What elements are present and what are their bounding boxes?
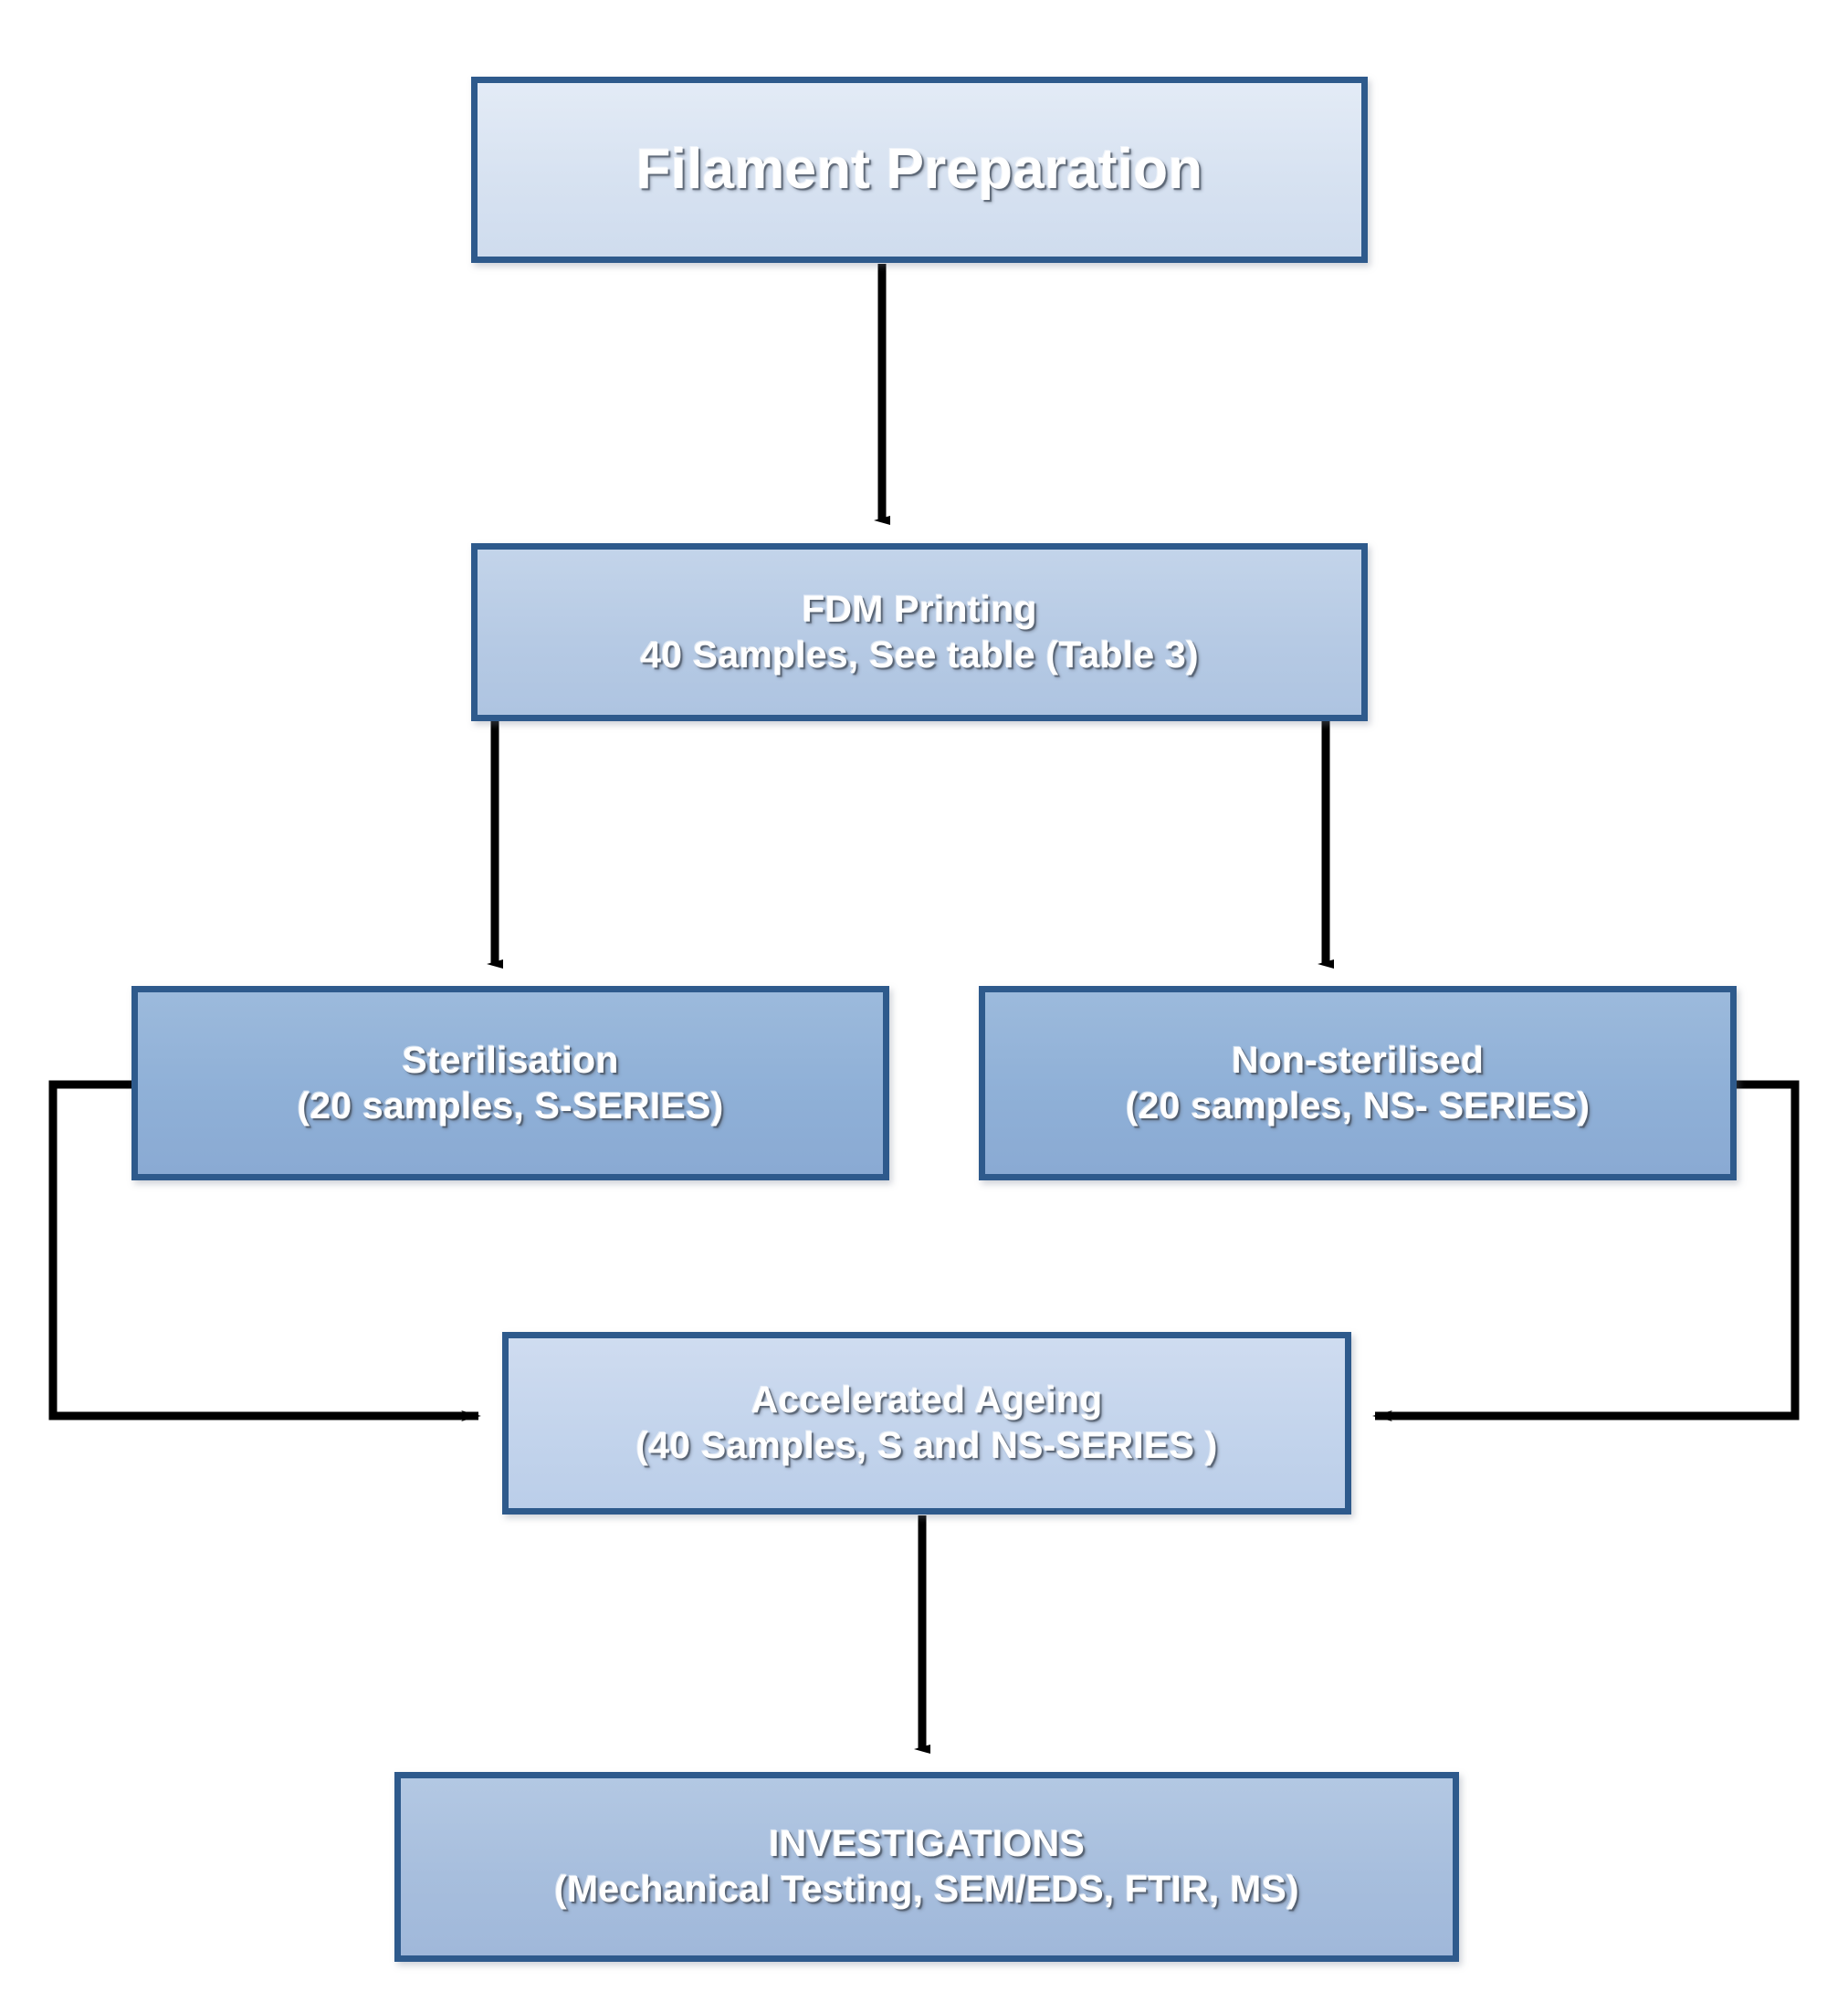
node-investigations-line1: INVESTIGATIONS [768,1822,1085,1865]
node-fdm-printing-line2: 40 Samples, See table (Table 3) [640,633,1199,676]
node-sterilisation[interactable]: Sterilisation (20 samples, S-SERIES) [131,986,889,1180]
node-sterilisation-line1: Sterilisation [402,1038,619,1081]
node-filament-preparation[interactable]: Filament Preparation [471,77,1368,263]
node-non-sterilised[interactable]: Non-sterilised (20 samples, NS- SERIES) [979,986,1737,1180]
node-non-sterilised-line2: (20 samples, NS- SERIES) [1125,1084,1591,1127]
node-fdm-printing[interactable]: FDM Printing 40 Samples, See table (Tabl… [471,543,1368,721]
node-accelerated-ageing-line2: (40 Samples, S and NS-SERIES ) [635,1424,1218,1466]
node-sterilisation-line2: (20 samples, S-SERIES) [297,1084,724,1127]
node-accelerated-ageing[interactable]: Accelerated Ageing (40 Samples, S and NS… [502,1332,1351,1515]
node-non-sterilised-content: Non-sterilised (20 samples, NS- SERIES) [985,1038,1730,1127]
node-fdm-printing-content: FDM Printing 40 Samples, See table (Tabl… [478,587,1361,676]
node-fdm-printing-line1: FDM Printing [802,587,1037,630]
node-filament-preparation-content: Filament Preparation [478,138,1361,201]
node-accelerated-ageing-content: Accelerated Ageing (40 Samples, S and NS… [509,1378,1345,1467]
node-non-sterilised-line1: Non-sterilised [1231,1038,1485,1081]
connector-sterilisation-to-ageing [48,1080,481,1421]
node-investigations-line2: (Mechanical Testing, SEM/EDS, FTIR, MS) [554,1868,1299,1910]
node-investigations[interactable]: INVESTIGATIONS (Mechanical Testing, SEM/… [394,1772,1459,1962]
node-filament-preparation-line1: Filament Preparation [635,138,1203,202]
node-accelerated-ageing-line1: Accelerated Ageing [751,1378,1103,1421]
node-sterilisation-content: Sterilisation (20 samples, S-SERIES) [138,1038,883,1127]
connector-non-sterilised-to-ageing [1372,1080,1800,1421]
node-investigations-content: INVESTIGATIONS (Mechanical Testing, SEM/… [401,1822,1453,1911]
